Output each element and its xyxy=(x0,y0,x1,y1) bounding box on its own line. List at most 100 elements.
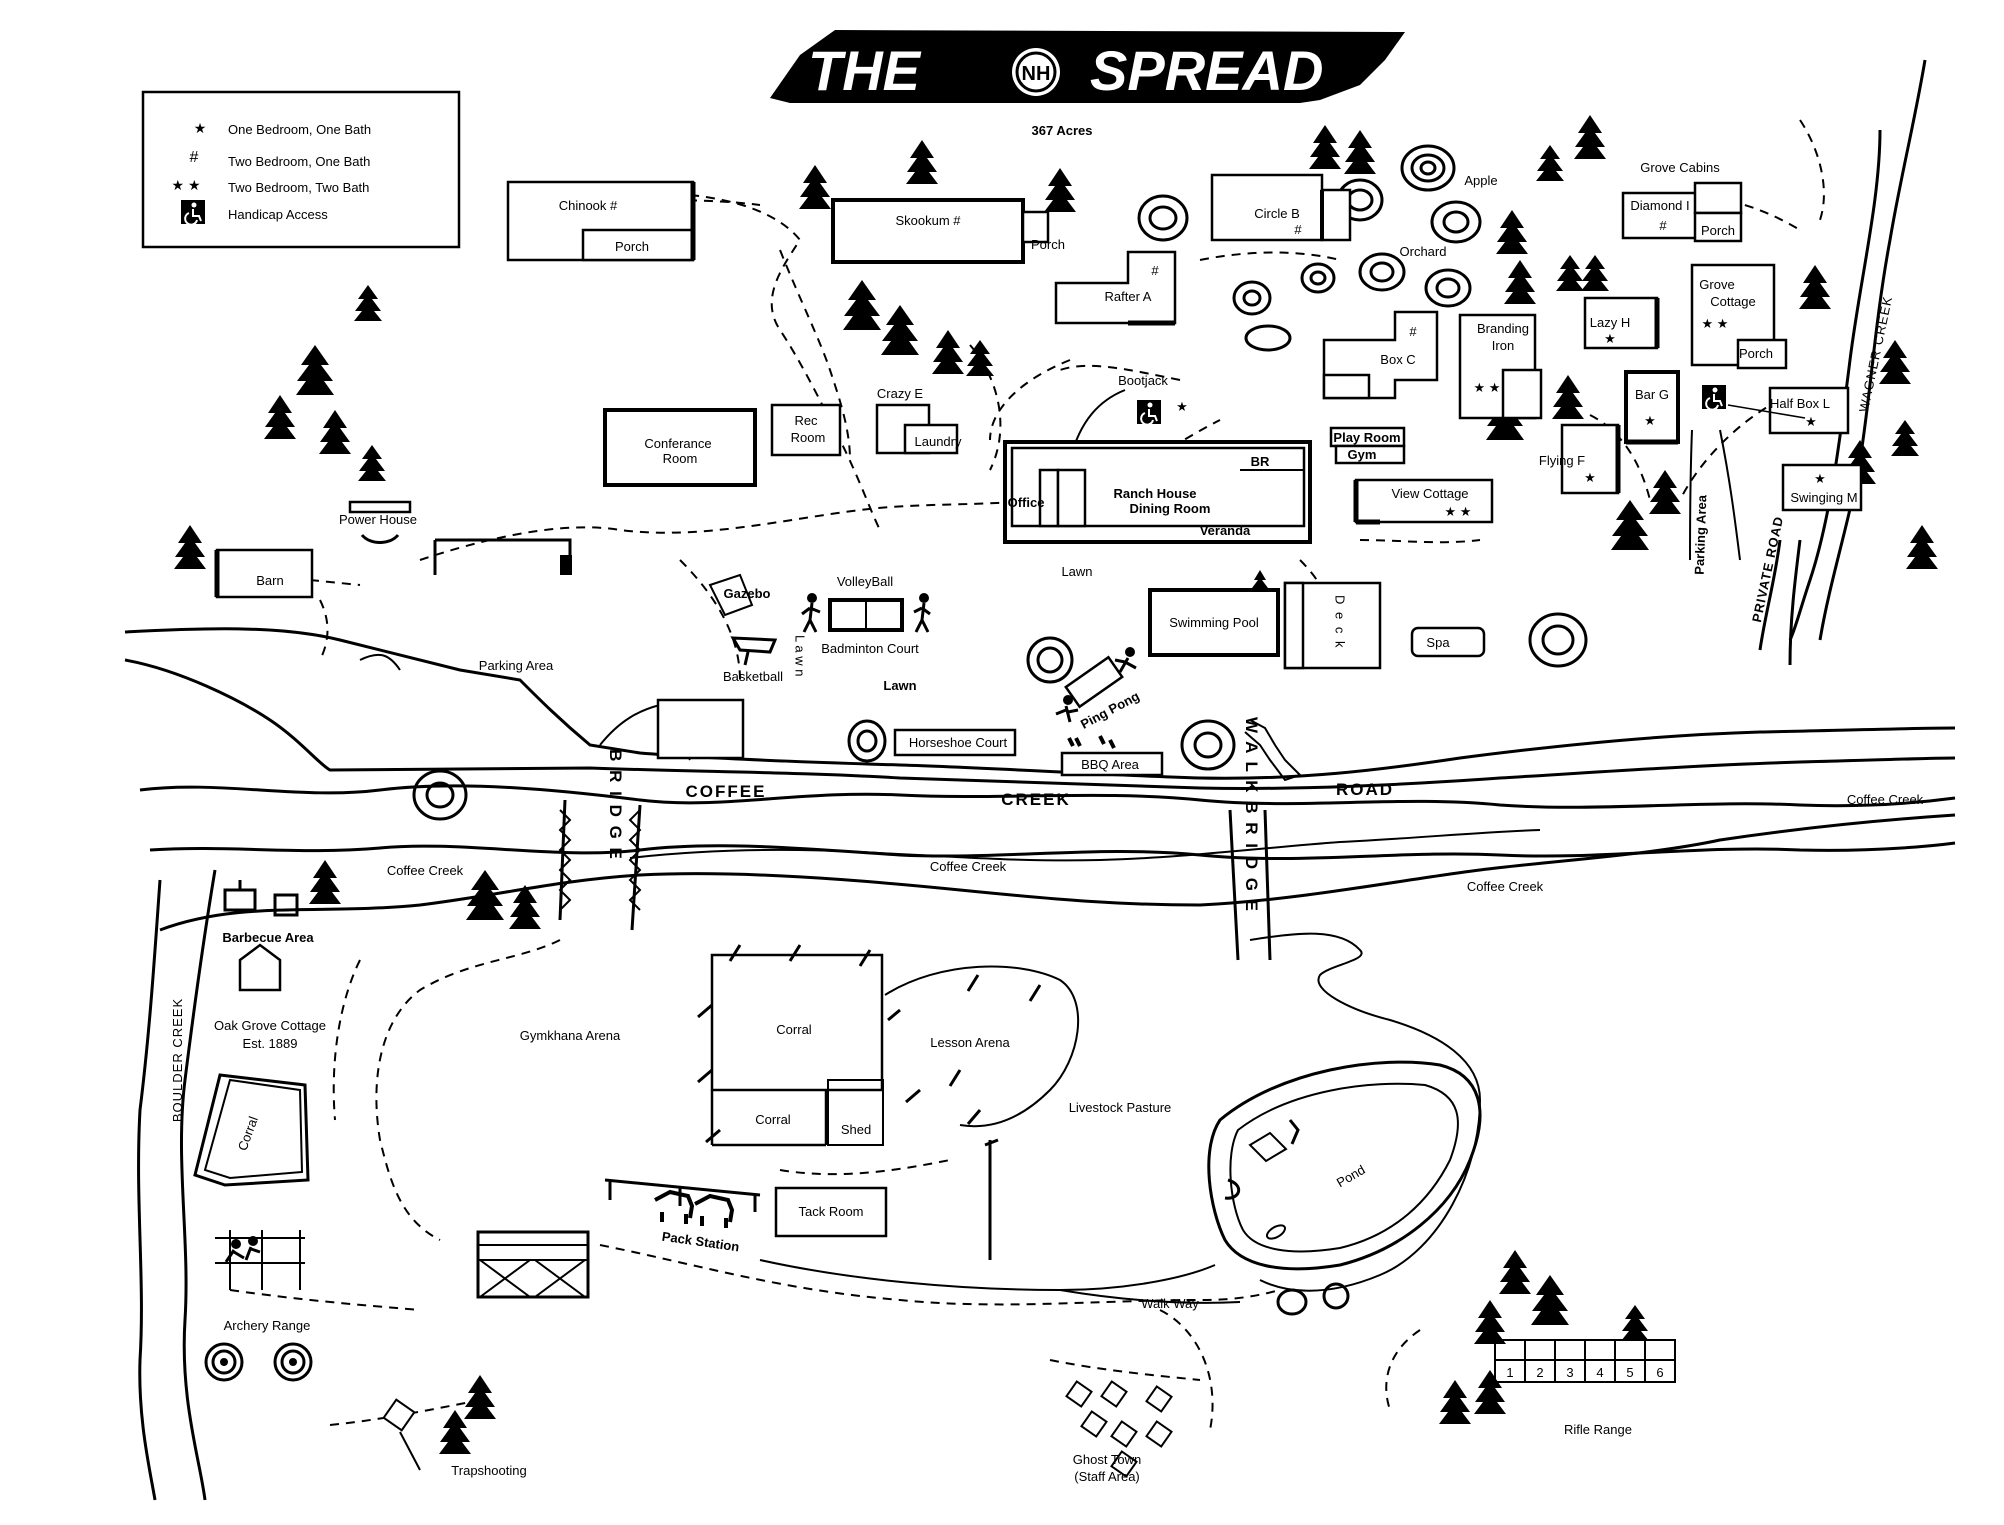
building-view-cottage[interactable]: View Cottage ★ ★ xyxy=(1353,478,1494,525)
label-oak-grove-1: Oak Grove Cottage xyxy=(214,1018,326,1033)
pack-station xyxy=(604,1178,761,1228)
mark-bootjack: ★ xyxy=(1176,399,1188,414)
building-rafter-a[interactable]: Rafter A # xyxy=(1054,250,1177,326)
tree-icon xyxy=(466,870,504,920)
building-grove-cottage[interactable]: Grove Cottage ★ ★ Porch xyxy=(1690,263,1788,370)
building-power-house[interactable]: Power House xyxy=(339,500,417,544)
label-corral-small: Corral xyxy=(755,1112,791,1127)
legend-star-icon: ★ xyxy=(194,120,207,136)
tree-icon xyxy=(1309,125,1341,169)
label-ghost-town-2: (Staff Area) xyxy=(1074,1469,1140,1484)
tree-icon xyxy=(439,1410,471,1454)
swimming-pool[interactable]: Swimming Pool xyxy=(1148,588,1280,657)
tree-icon xyxy=(354,285,382,321)
mark-view-cottage: ★ ★ xyxy=(1445,504,1472,519)
logo-text: NH xyxy=(1022,63,1051,85)
label-ranch-house: Ranch House xyxy=(1113,486,1196,501)
bridge xyxy=(558,799,642,931)
building-half-box-l[interactable]: Half Box L ★ xyxy=(1768,386,1850,435)
building-barn[interactable]: Barn xyxy=(214,548,314,599)
building-crazy-e[interactable]: Crazy E Laundry xyxy=(875,386,962,455)
title-banner: THE NH SPREAD 367 Acres xyxy=(770,30,1405,138)
building-swinging-m[interactable]: ★ Swinging M xyxy=(1781,463,1863,512)
label-lesson-arena: Lesson Arena xyxy=(930,1035,1010,1050)
label-lawn: Lawn xyxy=(883,678,916,693)
building-ranch-house[interactable]: BR Office Ranch House Dining Room Verand… xyxy=(1003,440,1312,544)
building-lazy-h[interactable]: Lazy H ★ xyxy=(1583,296,1660,350)
label-rec-room-1: Rec xyxy=(794,413,818,428)
mark-circle-b: # xyxy=(1294,222,1302,237)
legend-two-star-icon: ★ ★ xyxy=(172,177,201,193)
mark-swinging-m: ★ xyxy=(1814,471,1826,486)
label-barn: Barn xyxy=(256,573,283,588)
corrals-main xyxy=(697,944,1042,1147)
building-diamond-i[interactable]: Diamond I # Porch xyxy=(1621,181,1743,243)
building-oak-grove-cottage[interactable]: Oak Grove Cottage Est. 1889 xyxy=(214,943,326,1051)
deck: D e c k xyxy=(1283,581,1382,670)
rifle-range xyxy=(1494,1339,1676,1383)
road-label-creek: CREEK xyxy=(1001,790,1071,809)
building-box-c[interactable]: Box C # xyxy=(1322,310,1439,400)
tree-icon xyxy=(799,165,831,209)
tree-icon xyxy=(843,280,881,330)
tree-icon xyxy=(1799,265,1831,309)
building-flying-f[interactable]: Flying F ★ xyxy=(1539,423,1621,495)
building-skookum[interactable]: Skookum # Porch xyxy=(831,198,1065,264)
mark-rafter-a: # xyxy=(1151,263,1159,278)
tree-icon xyxy=(1556,255,1584,291)
building-rec-room[interactable]: Rec Room xyxy=(770,403,842,457)
label-coffee-creek-1: Coffee Creek xyxy=(387,863,464,878)
tree-icon xyxy=(881,305,919,355)
label-lazy-h: Lazy H xyxy=(1590,315,1630,330)
label-bbq: BBQ Area xyxy=(1081,757,1140,772)
label-boulder-creek: BOULDER CREEK xyxy=(170,998,185,1122)
label-corral-big: Corral xyxy=(776,1022,812,1037)
building-play-room-gym[interactable]: Play Room Gym xyxy=(1329,426,1406,465)
trapshooting xyxy=(382,1398,421,1471)
coffee-creek-road xyxy=(124,539,1956,790)
label-apple: Apple xyxy=(1464,173,1497,188)
building-circle-b[interactable]: Circle B # xyxy=(1210,173,1352,242)
legend-hash-icon: # xyxy=(190,149,199,166)
tree-icon xyxy=(1906,525,1938,569)
label-bridge: B R I D G E xyxy=(606,749,625,861)
label-ghost-town-1: Ghost Town xyxy=(1073,1452,1141,1467)
tree-icon xyxy=(319,410,351,454)
label-volleyball: VolleyBall xyxy=(837,574,893,589)
label-chinook: Chinook # xyxy=(559,198,618,213)
label-swinging-m: Swinging M xyxy=(1790,490,1857,505)
label-gym: Gym xyxy=(1348,447,1377,462)
tree-icon xyxy=(1536,145,1564,181)
label-skookum-porch: Porch xyxy=(1031,237,1065,252)
building-tack-room[interactable]: Tack Room xyxy=(774,1186,888,1238)
tree-icon xyxy=(1879,340,1911,384)
label-walk-way: Walk Way xyxy=(1141,1296,1199,1311)
picnic-shelter xyxy=(656,698,745,760)
label-parking-area: Parking Area xyxy=(479,658,554,673)
spa[interactable]: Spa xyxy=(1410,626,1486,658)
horseshoe-court xyxy=(893,728,1017,757)
tree-icon xyxy=(1344,130,1376,174)
label-lawn-vertical: L a w n xyxy=(793,635,808,676)
bbq-area xyxy=(1060,735,1164,777)
target-icon xyxy=(204,1342,244,1382)
building-chinook[interactable]: Chinook # Porch xyxy=(506,180,696,262)
label-walk-bridge: W A L K B R I D G E xyxy=(1242,717,1261,913)
label-trapshooting: Trapshooting xyxy=(451,1463,526,1478)
coffee-creek-water xyxy=(139,784,1956,1292)
label-gazebo: Gazebo xyxy=(724,586,771,601)
road-label-coffee: COFFEE xyxy=(686,782,767,801)
tree-icon xyxy=(1496,210,1528,254)
label-half-box-l: Half Box L xyxy=(1770,396,1830,411)
gate xyxy=(476,1230,590,1299)
label-diamond-i: Diamond I xyxy=(1630,198,1689,213)
building-conference-room[interactable]: Conferance Room xyxy=(603,408,757,487)
building-bar-g[interactable]: Bar G ★ xyxy=(1624,370,1680,445)
label-play-room: Play Room xyxy=(1333,430,1400,445)
tree-icon xyxy=(1474,1300,1506,1344)
badminton-court xyxy=(801,593,931,633)
label-view-cottage: View Cottage xyxy=(1391,486,1468,501)
label-rafter-a: Rafter A xyxy=(1105,289,1152,304)
label-dining-room: Dining Room xyxy=(1130,501,1211,516)
building-branding-iron[interactable]: Branding Iron ★ ★ xyxy=(1458,313,1543,420)
